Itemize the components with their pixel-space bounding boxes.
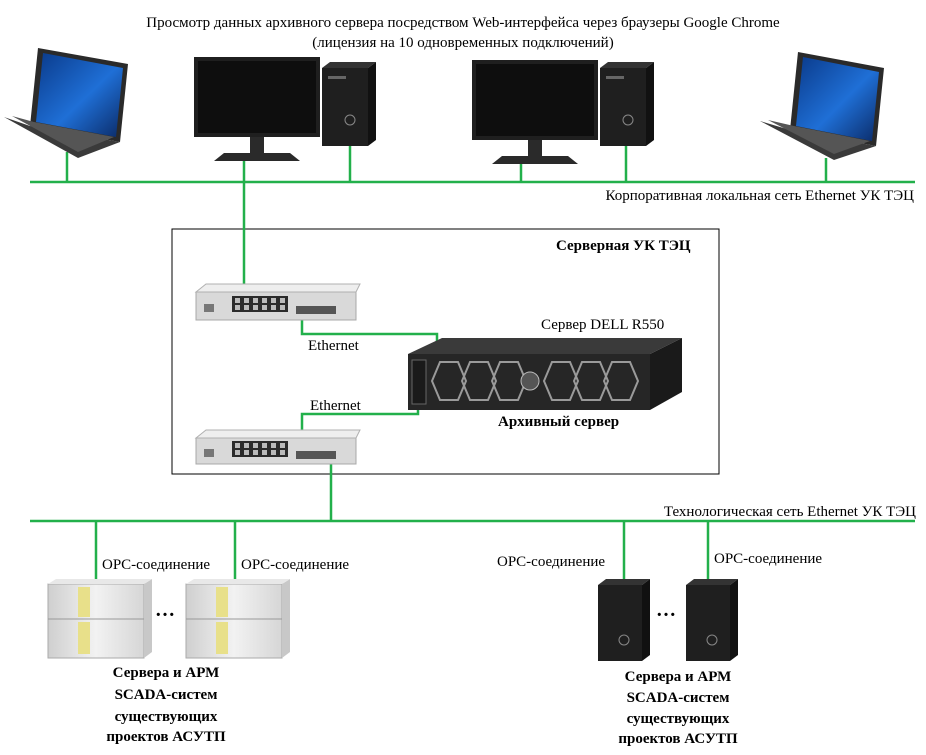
group-right-line-1: Сервера и АРМ bbox=[624, 669, 732, 685]
ethernet-label-bottom: Ethernet bbox=[310, 398, 361, 414]
scada-rack-left-2-icon bbox=[185, 579, 290, 659]
scada-tower-right-2-icon bbox=[686, 579, 738, 661]
server-model-label: Сервер DELL R550 bbox=[541, 317, 665, 333]
header-line-1: Просмотр данных архивного сервера посред… bbox=[146, 15, 780, 31]
group-left-line-1: Сервера и АРМ bbox=[112, 665, 220, 681]
switch-top-icon bbox=[194, 283, 361, 321]
corporate-network-label: Корпоративная локальная сеть Ethernet УК… bbox=[605, 188, 914, 204]
ellipsis-right: … bbox=[656, 599, 676, 621]
monitor-right-icon bbox=[472, 60, 598, 164]
tower-left-icon bbox=[322, 62, 376, 146]
tower-right-icon bbox=[600, 62, 654, 146]
opc-label-right-1: OPC-соединение bbox=[497, 554, 606, 570]
laptop-right-icon bbox=[760, 52, 884, 160]
opc-label-right-2: OPC-соединение bbox=[714, 551, 823, 567]
ellipsis-left: … bbox=[155, 599, 175, 621]
corporate-network-lines bbox=[30, 146, 915, 300]
archive-server-label: Архивный сервер bbox=[498, 414, 620, 430]
laptop-left-icon bbox=[4, 48, 128, 158]
monitor-left-icon bbox=[194, 57, 320, 161]
group-right-line-4: проектов АСУТП bbox=[618, 731, 738, 747]
ethernet-label-top: Ethernet bbox=[308, 338, 359, 354]
server-room-frame bbox=[171, 228, 720, 475]
opc-label-left-1: OPC-соединение bbox=[102, 557, 211, 573]
group-left-line-3: существующих bbox=[114, 709, 218, 725]
group-left-line-4: проектов АСУТП bbox=[106, 729, 226, 745]
opc-label-left-2: OPC-соединение bbox=[241, 557, 350, 573]
group-left-line-2: SCADA-систем bbox=[114, 687, 218, 703]
server-room-title: Серверная УК ТЭЦ bbox=[556, 238, 691, 254]
scada-rack-left-1-icon bbox=[47, 579, 152, 659]
scada-tower-right-1-icon bbox=[598, 579, 650, 661]
dell-server-icon bbox=[408, 338, 682, 410]
group-right-line-2: SCADA-систем bbox=[626, 690, 730, 706]
tech-network-lines bbox=[30, 519, 915, 588]
header-line-2: (лицензия на 10 одновременных подключени… bbox=[312, 35, 614, 51]
group-right-line-3: существующих bbox=[626, 711, 730, 727]
switch-bottom-icon bbox=[194, 429, 361, 465]
tech-network-label: Технологическая сеть Ethernet УК ТЭЦ bbox=[663, 504, 916, 520]
